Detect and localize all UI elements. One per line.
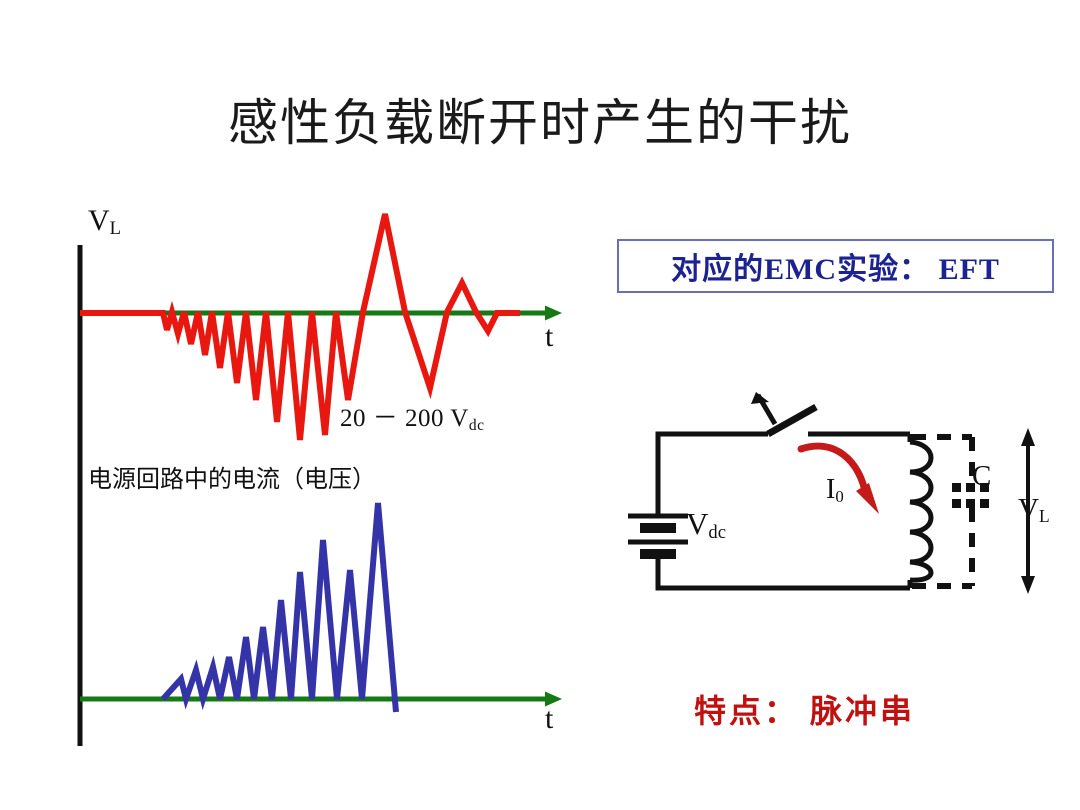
vl-measure-arrow [1021, 428, 1035, 594]
vl-axis-label-main: V [88, 204, 110, 237]
emc-test-label: 对应的EMC实验： EFT [671, 253, 1000, 286]
switch-open-arrow [751, 392, 778, 426]
page-title: 感性负载断开时产生的干扰 [0, 92, 1080, 154]
vl-waveform [80, 213, 520, 441]
switch-symbol [751, 392, 818, 438]
capacitor-plates [952, 483, 989, 508]
inductor-voltage-main: V [1018, 493, 1039, 525]
battery-label: Vdc [686, 506, 726, 543]
stray-capacitance-branch [912, 434, 975, 589]
current-label-main: I [826, 474, 836, 505]
voltage-range-sub: dc [468, 417, 485, 434]
current-direction-arrow [797, 442, 879, 514]
voltage-range-annotation: 20 － 200 Vdc [340, 398, 485, 434]
page-title-text: 感性负载断开时产生的干扰 [228, 95, 852, 151]
circuit-diagram-panel [620, 390, 1080, 630]
bottom-plot-time-axis [80, 691, 562, 707]
battery-label-sub: dc [708, 522, 726, 543]
emc-test-callout: 对应的EMC实验： EFT [617, 239, 1054, 293]
circuit-svg [628, 392, 1035, 594]
capacitor-label: C [972, 460, 992, 492]
waveform-svg [77, 213, 562, 746]
top-time-axis-label: t [545, 320, 554, 353]
current-label-sub: 0 [835, 487, 844, 506]
inductor-symbol [909, 439, 934, 583]
current-waveform [160, 502, 399, 713]
current-label: I0 [826, 474, 844, 506]
waveform-chart-panel: VL t 20 － 200 Vdc 电源回路中的电流（电压） t [77, 204, 562, 746]
voltage-range-text: 20 － 200 V [340, 405, 469, 432]
current-plot-caption: 电源回路中的电流（电压） [88, 467, 376, 493]
battery-label-main: V [686, 506, 709, 541]
inductor-voltage-sub: L [1038, 506, 1050, 526]
feature-note: 特点： 脉冲串 [694, 693, 916, 729]
inductor-voltage-label: VL [1018, 493, 1050, 526]
vl-axis-label-sub: L [109, 218, 122, 239]
wire-bottom [655, 556, 910, 591]
vl-axis-label: VL [88, 204, 122, 239]
battery-symbol [628, 513, 688, 559]
bottom-time-axis-label: t [545, 702, 554, 735]
wire-top-left [655, 431, 768, 516]
